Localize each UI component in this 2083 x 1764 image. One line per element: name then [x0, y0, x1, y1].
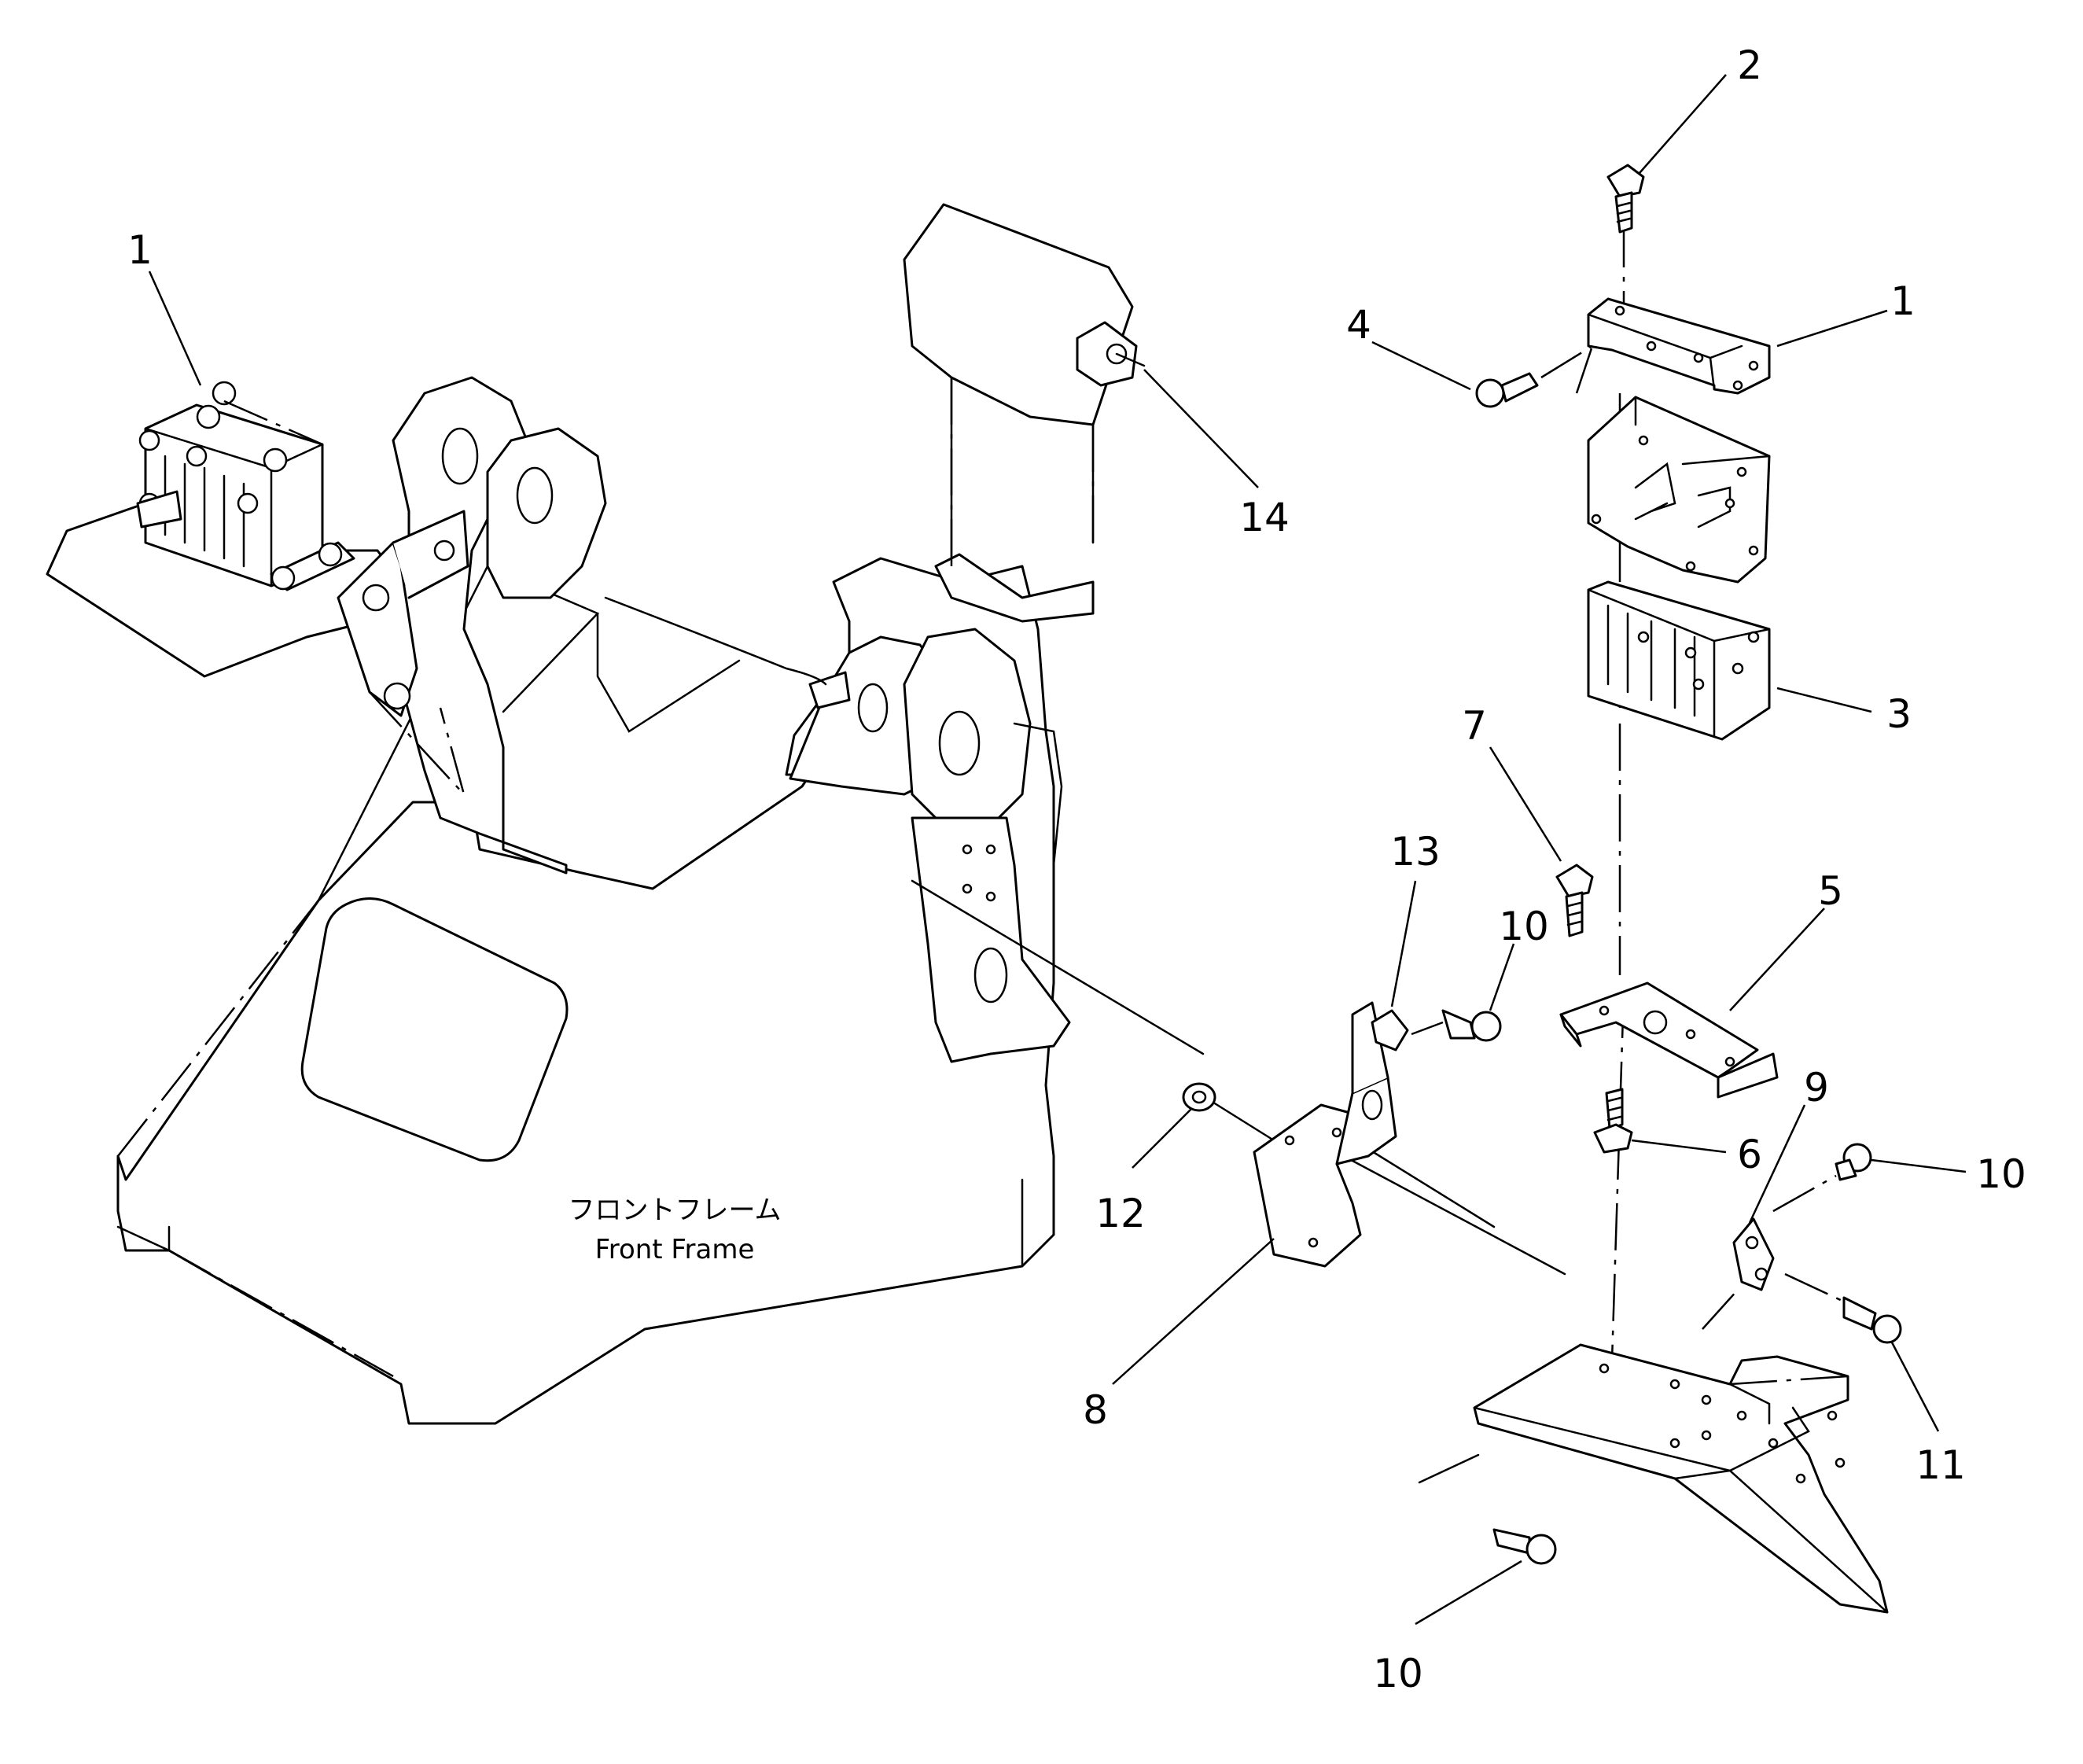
frame-label-japanese: フロントフレーム [569, 1195, 782, 1226]
upper-console [903, 203, 1146, 623]
bolt-7 [1555, 864, 1594, 937]
callout-7: 7 [1462, 703, 1487, 749]
bolt-2 [1606, 164, 1645, 234]
frame-access-window [300, 897, 569, 1162]
bolt-6 [1593, 1088, 1633, 1154]
battery-3 [1587, 580, 1771, 741]
bracket-8-assembly [1253, 1001, 1409, 1268]
bracket-13-plate [1335, 1076, 1397, 1166]
left-battery-assembly [46, 381, 469, 795]
callout-12: 12 [1095, 1191, 1146, 1236]
callout-6: 6 [1737, 1132, 1762, 1177]
callout-4: 4 [1346, 302, 1371, 348]
right-exploded-stack [1182, 164, 1902, 1614]
callout-13: 13 [1390, 829, 1441, 875]
bolt-11 [1784, 1272, 1902, 1344]
callout-14: 14 [1239, 495, 1290, 540]
callout-2: 2 [1737, 42, 1762, 88]
bracket-9 [1702, 1217, 1775, 1330]
bracket-8 [1253, 1103, 1366, 1268]
bracket-1-right [1587, 297, 1771, 395]
bolt-4 [1475, 344, 1593, 408]
bolt-10-upper [1411, 1009, 1502, 1042]
callout-1-right: 1 [1890, 278, 1916, 324]
callout-10-upper: 10 [1499, 904, 1549, 949]
callout-11: 11 [1916, 1442, 1966, 1488]
clip-13 [1371, 1009, 1409, 1051]
frame-label: フロントフレーム Front Frame [569, 1195, 782, 1265]
bolt-10-bottom [1418, 1453, 1557, 1565]
bracket-5 [1559, 981, 1779, 1099]
callout-10-bottom: 10 [1373, 1651, 1423, 1696]
callout-3: 3 [1886, 691, 1912, 737]
battery-tray [1473, 1343, 1889, 1614]
callout-8: 8 [1083, 1387, 1108, 1433]
battery-box-cover [1587, 396, 1771, 584]
frame-label-english: Front Frame [595, 1234, 755, 1265]
washer-12 [1182, 1082, 1216, 1112]
callout-10-right: 10 [1976, 1151, 2026, 1197]
leader-lines [148, 74, 1967, 1626]
callout-1-left: 1 [127, 227, 153, 273]
callout-5: 5 [1818, 868, 1843, 914]
callout-9: 9 [1804, 1065, 1829, 1110]
bolt-10-right [1772, 1143, 1872, 1213]
callout-numbers: 1 2 1 4 14 3 7 13 10 5 12 6 9 10 8 11 10 [127, 42, 2026, 1696]
